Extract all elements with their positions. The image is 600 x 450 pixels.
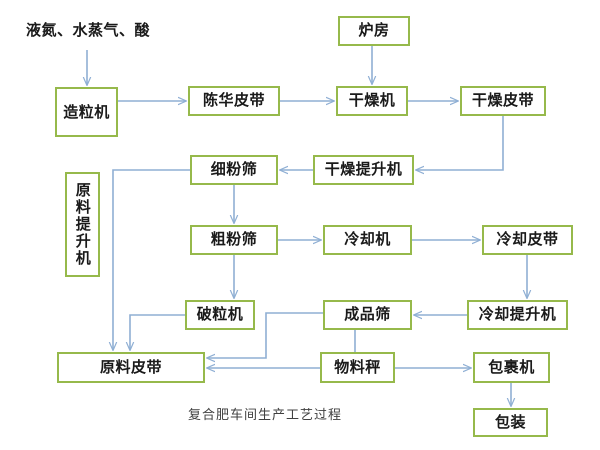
node-label: 包裹机 [488, 357, 535, 376]
node-wuliaocheng[interactable]: 物料秤 [320, 352, 395, 383]
node-lengquetisheng[interactable]: 冷却提升机 [467, 300, 568, 330]
node-label: 粗粉筛 [210, 230, 258, 249]
edge-ganzaopidai-to-ganzaotisheng [416, 116, 504, 170]
node-label: 冷却皮带 [496, 230, 559, 249]
node-lengqueji[interactable]: 冷却机 [323, 225, 412, 255]
node-baoguoji[interactable]: 包裹机 [473, 352, 550, 383]
node-label: 冷却提升机 [478, 305, 557, 324]
edge-polizhi-to-yuanliaopidai [130, 314, 185, 350]
node-label: 干燥机 [348, 91, 396, 110]
node-zaolizhi[interactable]: 造粒机 [55, 87, 118, 137]
node-label: 陈华皮带 [202, 91, 265, 110]
node-label: 炉房 [358, 21, 390, 40]
node-yuanliaotisheng[interactable]: 原料提升机 [65, 172, 100, 277]
node-yuanliaopidai[interactable]: 原料皮带 [57, 352, 205, 383]
node-cufenshai[interactable]: 粗粉筛 [190, 225, 278, 255]
node-ganzaoji[interactable]: 干燥机 [336, 86, 408, 116]
node-xifenshai[interactable]: 细粉筛 [190, 155, 278, 185]
node-chenhuapidai[interactable]: 陈华皮带 [188, 86, 280, 116]
node-ganzaotisheng[interactable]: 干燥提升机 [313, 155, 414, 185]
node-label: 冷却机 [344, 230, 391, 249]
edge-xifenshai-to-yuanliaopidai [113, 169, 190, 350]
node-label: 细粉筛 [210, 160, 258, 179]
node-label: 原料提升机 [73, 182, 92, 267]
node-label: 成品筛 [344, 305, 391, 324]
node-label: 干燥皮带 [471, 91, 534, 110]
node-label: 干燥提升机 [324, 160, 403, 179]
raw-material-inputs-label: 液氮、水蒸气、酸 [26, 21, 151, 39]
node-label: 包装 [494, 412, 526, 431]
node-label: 物料秤 [334, 357, 381, 376]
node-polizhi[interactable]: 破粒机 [185, 300, 255, 330]
node-chengpinshai[interactable]: 成品筛 [323, 300, 412, 330]
node-lufang[interactable]: 炉房 [338, 16, 410, 46]
diagram-caption: 复合肥车间生产工艺过程 [188, 408, 343, 423]
node-lengquepidai[interactable]: 冷却皮带 [482, 225, 573, 255]
node-baozhuang[interactable]: 包装 [473, 408, 548, 437]
node-ganzaopidai[interactable]: 干燥皮带 [460, 86, 546, 116]
node-label: 破粒机 [196, 305, 244, 324]
node-label: 造粒机 [63, 102, 110, 121]
node-label: 原料皮带 [99, 357, 162, 376]
